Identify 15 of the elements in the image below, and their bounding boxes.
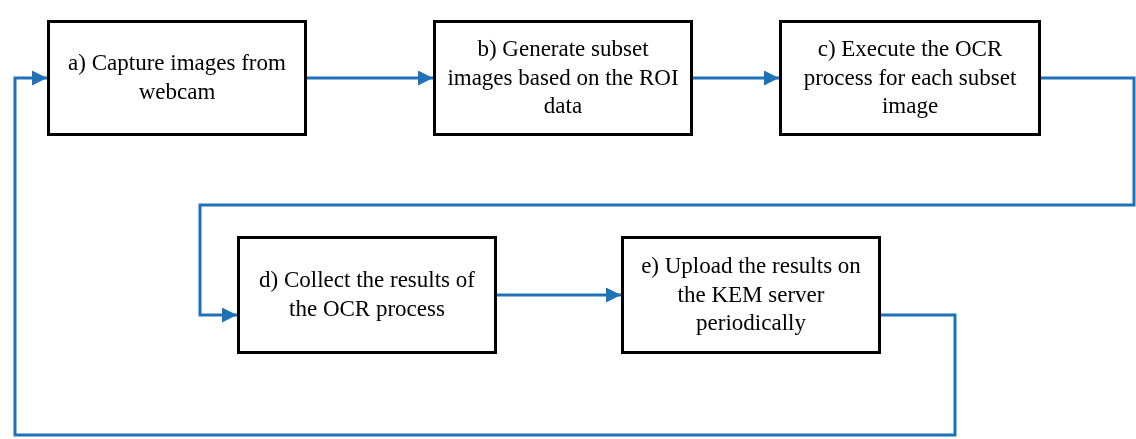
process-box <box>237 236 497 354</box>
step-text: b) Generate subset images based on the ROI data <box>446 34 680 121</box>
arrow <box>307 70 433 86</box>
step-text: c) Execute the OCR process for each subset image <box>802 34 1018 121</box>
arrow <box>13 70 957 437</box>
step-text: d) Collect the results of the OCR process <box>258 266 476 323</box>
process-box <box>47 20 307 136</box>
arrow <box>198 76 1136 323</box>
step-text: a) Capture images from webcam <box>67 49 287 106</box>
process-box <box>779 20 1041 136</box>
process-box <box>621 236 881 354</box>
process-box <box>433 20 693 136</box>
step-text: e) Upload the results on the KEM server periodically <box>640 251 862 338</box>
arrow <box>497 287 621 303</box>
arrow <box>693 70 779 86</box>
